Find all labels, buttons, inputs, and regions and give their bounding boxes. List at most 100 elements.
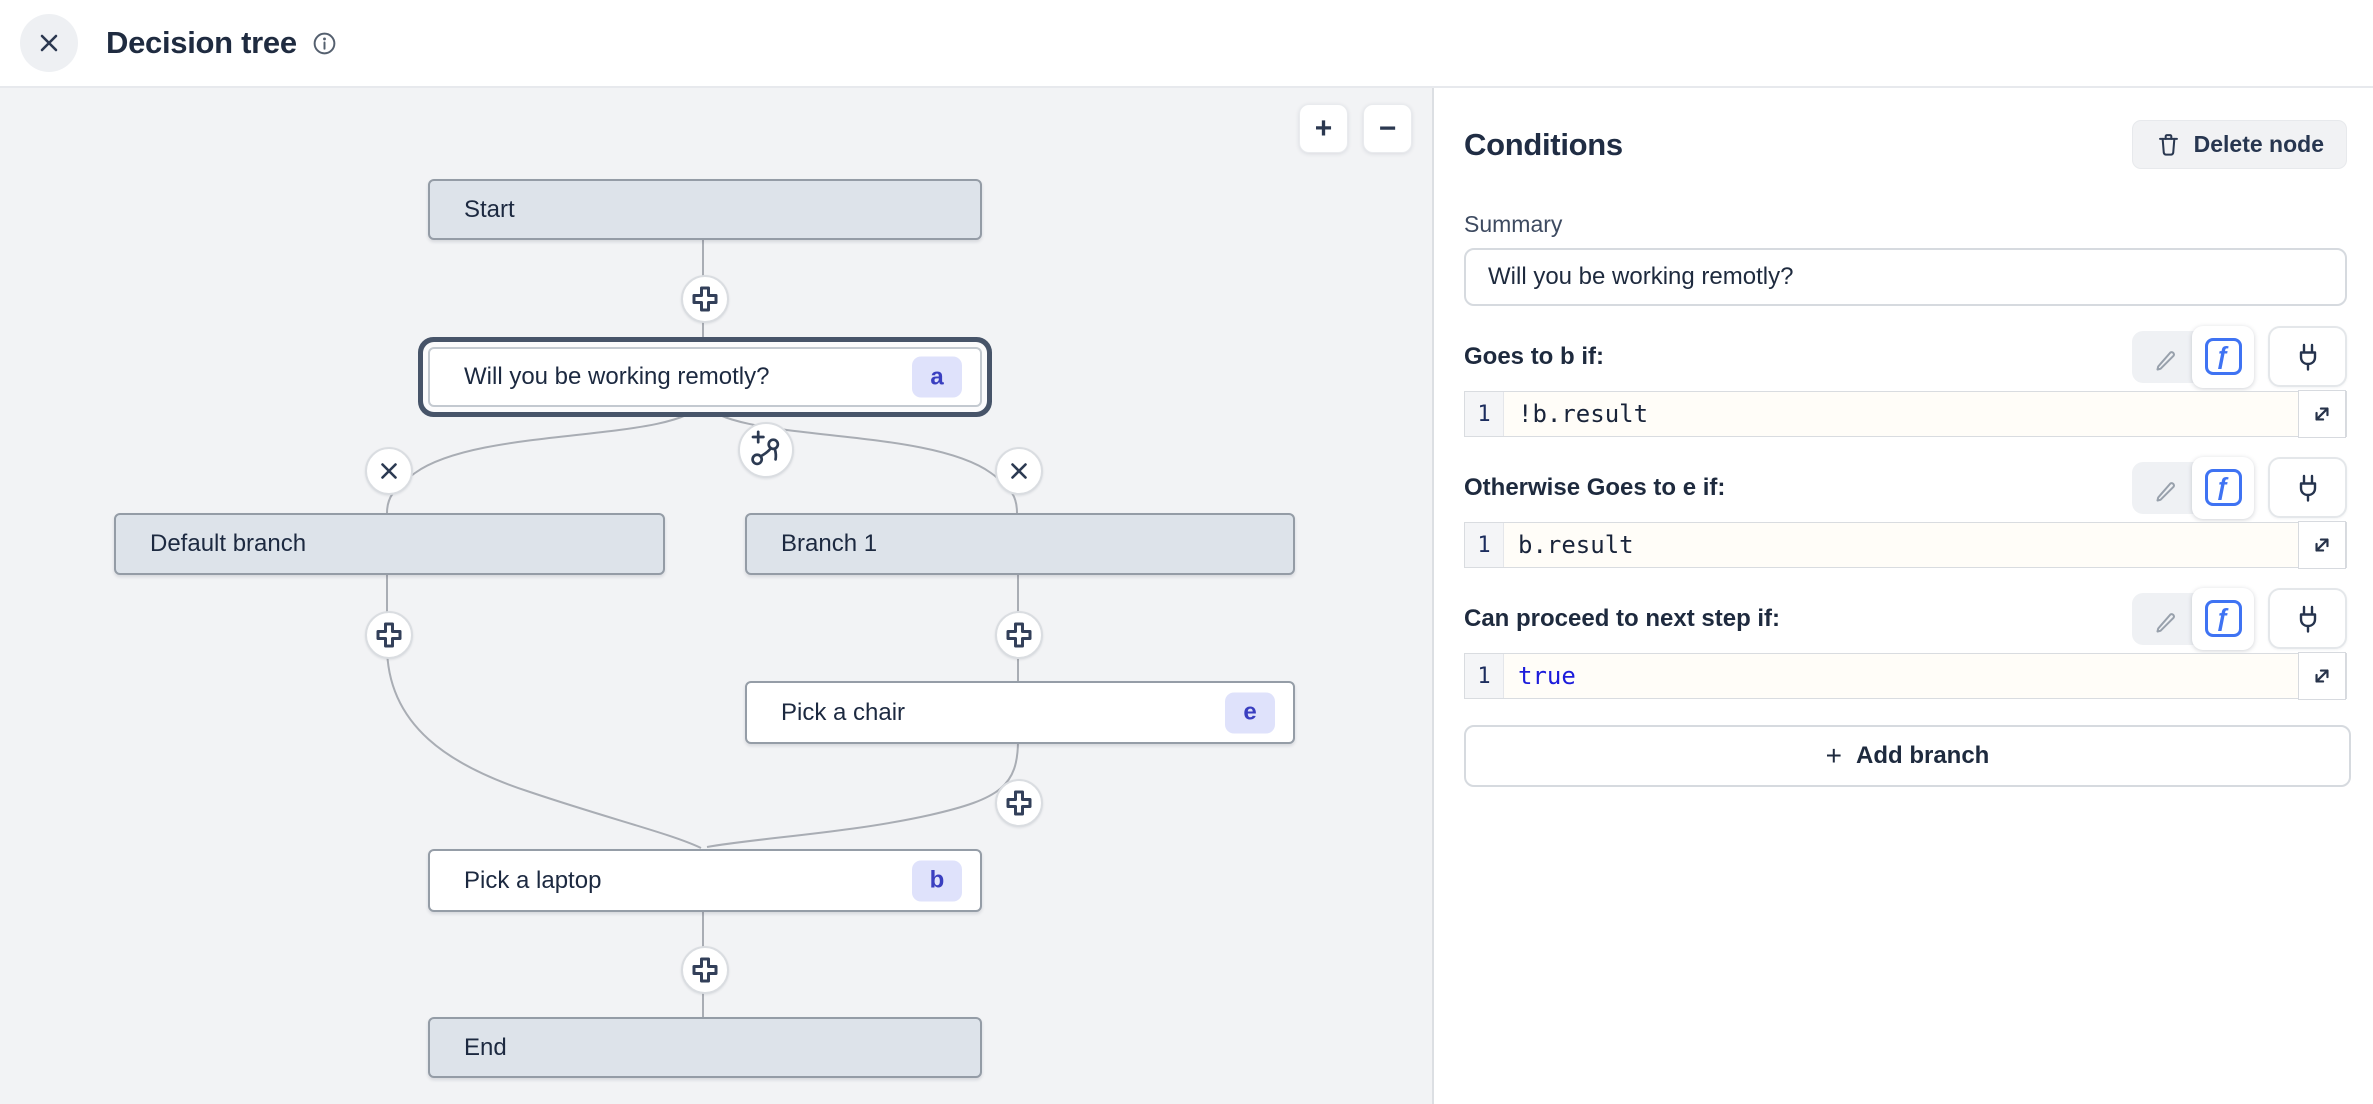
zoom-in-button[interactable]: + bbox=[1299, 104, 1348, 153]
pencil-icon bbox=[2150, 604, 2180, 634]
editor-mode-controls: ƒ bbox=[2132, 588, 2347, 649]
function-icon: ƒ bbox=[2205, 600, 2242, 637]
condition-label: Goes to b if: bbox=[1464, 343, 1604, 371]
plug-icon bbox=[2291, 340, 2325, 374]
code-content[interactable]: true bbox=[1504, 654, 2346, 698]
connect-data-button[interactable] bbox=[2268, 588, 2347, 649]
editor-mode-controls: ƒ bbox=[2132, 326, 2347, 387]
summary-input[interactable] bbox=[1464, 248, 2347, 306]
plus-icon bbox=[997, 781, 1041, 825]
flow-canvas[interactable]: + − Start Will you be working remotly? a… bbox=[0, 86, 1432, 1104]
edge-default-laptop bbox=[387, 571, 701, 848]
plus-icon: + bbox=[1826, 742, 1842, 770]
node-label: Pick a laptop bbox=[464, 867, 601, 895]
text-mode-button[interactable] bbox=[2138, 473, 2192, 503]
node-end[interactable]: End bbox=[428, 1017, 982, 1078]
delete-node-label: Delete node bbox=[2194, 131, 2324, 158]
zoom-controls: + − bbox=[1299, 104, 1412, 153]
info-icon[interactable] bbox=[311, 30, 338, 57]
node-label: End bbox=[464, 1034, 507, 1062]
remove-branch-button[interactable] bbox=[365, 447, 413, 495]
editor-mode-toggle: ƒ bbox=[2132, 462, 2252, 514]
fx-mode-button[interactable]: ƒ bbox=[2192, 588, 2254, 650]
connect-data-button[interactable] bbox=[2268, 326, 2347, 387]
add-node-button[interactable] bbox=[681, 946, 729, 994]
condition-label: Can proceed to next step if: bbox=[1464, 605, 1780, 633]
expand-icon bbox=[2310, 664, 2334, 688]
node-id-badge: a bbox=[912, 357, 962, 398]
code-editor[interactable]: 1 true bbox=[1464, 653, 2347, 699]
plus-icon bbox=[367, 613, 411, 657]
trash-icon bbox=[2155, 131, 2182, 158]
text-mode-button[interactable] bbox=[2138, 342, 2192, 372]
expand-icon bbox=[2310, 533, 2334, 557]
code-editor[interactable]: 1 b.result bbox=[1464, 522, 2347, 568]
node-question-selected[interactable]: Will you be working remotly? a bbox=[428, 347, 982, 407]
plus-icon bbox=[683, 277, 727, 321]
plus-icon bbox=[997, 613, 1041, 657]
node-id-badge: e bbox=[1225, 692, 1275, 733]
editor-mode-toggle: ƒ bbox=[2132, 331, 2252, 383]
expand-editor-button[interactable] bbox=[2298, 652, 2346, 700]
line-number: 1 bbox=[1465, 654, 1504, 698]
function-icon: ƒ bbox=[2205, 338, 2242, 375]
expand-icon bbox=[2310, 402, 2334, 426]
node-pick-chair[interactable]: Pick a chair e bbox=[745, 681, 1295, 744]
close-button[interactable] bbox=[20, 14, 78, 72]
node-label: Default branch bbox=[150, 530, 306, 558]
expand-editor-button[interactable] bbox=[2298, 521, 2346, 569]
plus-icon bbox=[683, 948, 727, 992]
node-id-badge: b bbox=[912, 860, 962, 901]
code-editor[interactable]: 1 !b.result bbox=[1464, 391, 2347, 437]
function-icon: ƒ bbox=[2205, 469, 2242, 506]
top-bar: Decision tree bbox=[0, 0, 2373, 88]
plug-icon bbox=[2291, 471, 2325, 505]
condition-label: Otherwise Goes to e if: bbox=[1464, 474, 1725, 502]
condition-section: Can proceed to next step if: ƒ bbox=[1464, 588, 2347, 699]
node-start[interactable]: Start bbox=[428, 179, 982, 240]
connect-data-button[interactable] bbox=[2268, 457, 2347, 518]
add-branch-label: Add branch bbox=[1856, 742, 1989, 770]
close-icon bbox=[367, 449, 411, 493]
text-mode-button[interactable] bbox=[2138, 604, 2192, 634]
fx-mode-button[interactable]: ƒ bbox=[2192, 326, 2254, 388]
line-number: 1 bbox=[1465, 392, 1504, 436]
code-content[interactable]: b.result bbox=[1504, 523, 2346, 567]
edge-chair-laptop bbox=[707, 740, 1018, 847]
add-branch-button[interactable]: + Add branch bbox=[1464, 725, 2351, 787]
edge-question-default bbox=[387, 403, 703, 513]
add-branch-node-button[interactable] bbox=[738, 422, 794, 478]
zoom-out-button[interactable]: − bbox=[1363, 104, 1412, 153]
conditions-panel: Conditions Delete node Summary Goes to b… bbox=[1434, 86, 2373, 1104]
plug-icon bbox=[2291, 602, 2325, 636]
node-default-branch[interactable]: Default branch bbox=[114, 513, 665, 575]
code-content[interactable]: !b.result bbox=[1504, 392, 2346, 436]
pencil-icon bbox=[2150, 473, 2180, 503]
node-pick-laptop[interactable]: Pick a laptop b bbox=[428, 849, 982, 912]
editor-mode-toggle: ƒ bbox=[2132, 593, 2252, 645]
delete-node-button[interactable]: Delete node bbox=[2132, 120, 2347, 169]
node-label: Pick a chair bbox=[781, 699, 905, 727]
panel-header: Conditions Delete node bbox=[1464, 120, 2347, 169]
remove-branch-button[interactable] bbox=[995, 447, 1043, 495]
add-node-button[interactable] bbox=[681, 275, 729, 323]
node-branch-1[interactable]: Branch 1 bbox=[745, 513, 1295, 575]
node-label: Will you be working remotly? bbox=[464, 363, 769, 391]
condition-section: Goes to b if: ƒ bbox=[1464, 326, 2347, 437]
fx-mode-button[interactable]: ƒ bbox=[2192, 457, 2254, 519]
expand-editor-button[interactable] bbox=[2298, 390, 2346, 438]
node-label: Branch 1 bbox=[781, 530, 877, 558]
node-label: Start bbox=[464, 196, 515, 224]
add-node-button[interactable] bbox=[995, 779, 1043, 827]
add-node-button[interactable] bbox=[995, 611, 1043, 659]
branch-plus-icon bbox=[740, 424, 792, 476]
condition-section: Otherwise Goes to e if: ƒ bbox=[1464, 457, 2347, 568]
close-icon bbox=[36, 30, 62, 56]
summary-label: Summary bbox=[1464, 211, 2347, 238]
close-icon bbox=[997, 449, 1041, 493]
editor-mode-controls: ƒ bbox=[2132, 457, 2347, 518]
add-node-button[interactable] bbox=[365, 611, 413, 659]
panel-title: Conditions bbox=[1464, 127, 1623, 163]
pencil-icon bbox=[2150, 342, 2180, 372]
